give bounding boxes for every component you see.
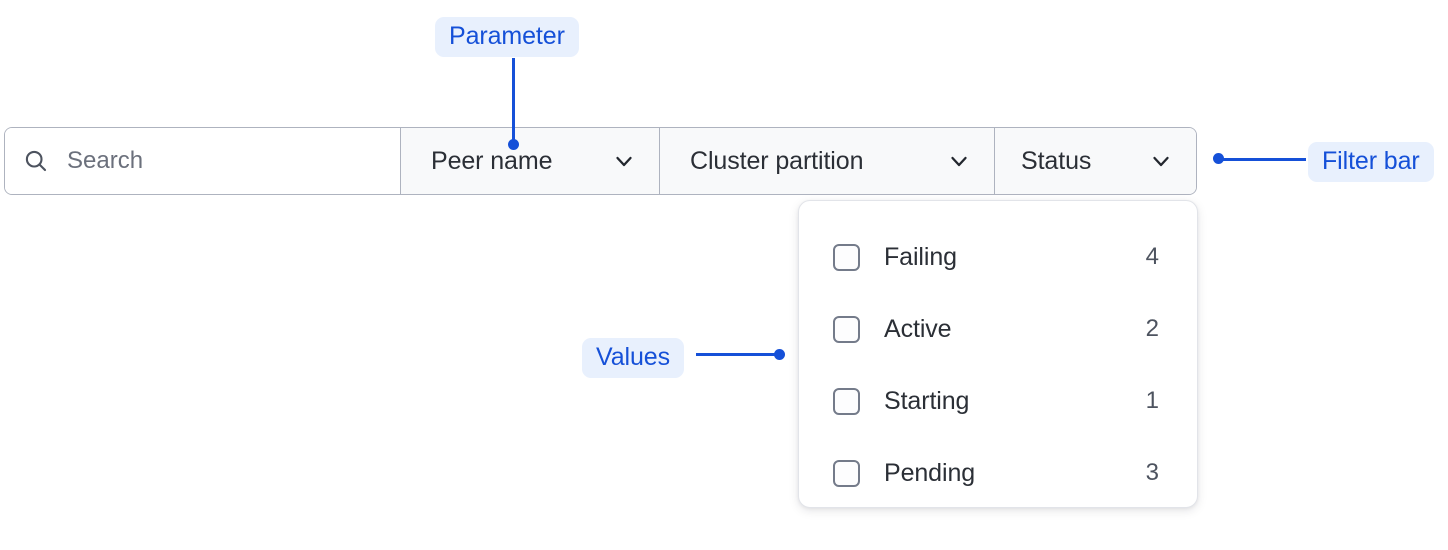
annotation-dot-parameter [508, 139, 519, 150]
chevron-down-icon[interactable] [611, 148, 637, 174]
chevron-down-icon[interactable] [1148, 148, 1174, 174]
option-label: Failing [884, 242, 957, 271]
filter-cell-cluster-partition[interactable]: Cluster partition [660, 128, 995, 194]
checkbox-active[interactable] [833, 315, 860, 343]
chevron-down-icon[interactable] [946, 148, 972, 174]
filter-cell-status[interactable]: Status [995, 128, 1196, 194]
filter-label-peer-name: Peer name [431, 146, 553, 175]
dropdown-options: Failing 4 Active 2 Starting 1 Pending 3 [798, 200, 1198, 508]
checkbox-starting[interactable] [833, 387, 860, 415]
list-item[interactable]: Pending 3 [799, 437, 1197, 509]
checkbox-pending[interactable] [833, 459, 860, 487]
annotation-label-filter-bar: Filter bar [1308, 142, 1434, 183]
option-label: Active [884, 314, 952, 343]
list-item[interactable]: Failing 4 [799, 221, 1197, 293]
search-field[interactable] [5, 128, 401, 194]
list-item[interactable]: Active 2 [799, 293, 1197, 365]
option-count: 2 [1145, 315, 1159, 342]
annotation-label-values: Values [582, 338, 684, 379]
annotation-leader-filter-bar [1222, 158, 1306, 161]
list-item[interactable]: Starting 1 [799, 365, 1197, 437]
annotation-label-parameter: Parameter [435, 17, 579, 58]
annotation-leader-values [696, 353, 778, 356]
annotation-dot-filter-bar [1213, 153, 1224, 164]
option-label: Pending [884, 458, 976, 487]
annotation-dot-values [774, 349, 785, 360]
annotation-leader-parameter [512, 58, 515, 146]
option-count: 3 [1145, 459, 1159, 486]
filter-bar: Peer name Cluster partition Status [4, 127, 1197, 195]
search-icon [23, 148, 49, 174]
filter-label-cluster-partition: Cluster partition [690, 146, 864, 175]
option-count: 1 [1145, 387, 1159, 414]
checkbox-failing[interactable] [833, 243, 860, 271]
filter-label-status: Status [1021, 146, 1092, 175]
option-label: Starting [884, 386, 970, 415]
option-count: 4 [1145, 243, 1159, 270]
search-input[interactable] [67, 147, 387, 175]
filter-cell-peer-name[interactable]: Peer name [401, 128, 660, 194]
